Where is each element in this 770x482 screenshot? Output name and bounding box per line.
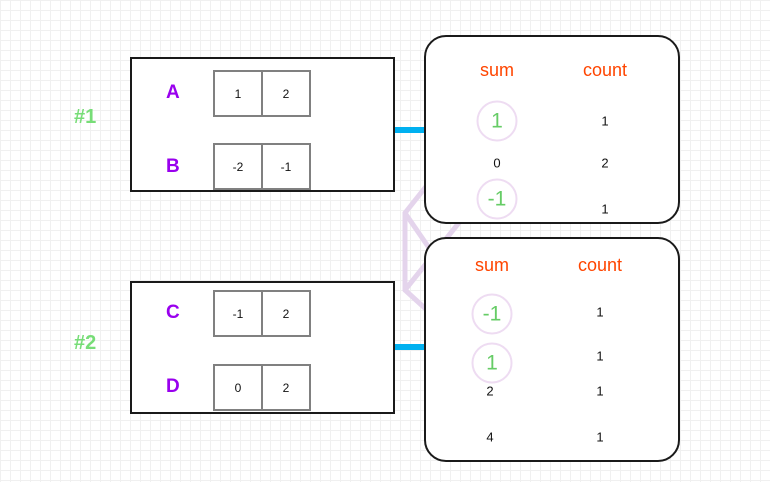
cell-c-2: 2 xyxy=(261,290,311,337)
result1-sum-row-3: -1 xyxy=(476,178,518,220)
result2-count-row-2: 1 xyxy=(596,348,604,364)
row-label-b: B xyxy=(166,156,180,177)
result-panel-2 xyxy=(424,237,680,462)
cell-a-2: 2 xyxy=(261,70,311,117)
result2-count-row-1: 1 xyxy=(596,304,604,320)
cell-d-1: 0 xyxy=(213,364,263,411)
row-cells-d: 0 2 xyxy=(213,364,311,411)
row-cells-c: -1 2 xyxy=(213,290,311,337)
result2-count-row-4: 1 xyxy=(596,429,604,445)
row-label-d: D xyxy=(166,376,180,397)
row-label-a: A xyxy=(166,82,180,103)
result2-sum-row-2: 1 xyxy=(471,342,513,384)
result2-header-count: count xyxy=(577,255,623,275)
result1-sum-row-2: 0 xyxy=(493,155,501,171)
cell-b-2: -1 xyxy=(261,143,311,190)
result2-sum-row-4: 4 xyxy=(486,429,494,445)
group-tag-2: #2 xyxy=(74,332,97,354)
row-cells-b: -2 -1 xyxy=(213,143,311,190)
cell-b-1: -2 xyxy=(213,143,263,190)
result2-count-row-3: 1 xyxy=(596,383,604,399)
result-panel-1 xyxy=(424,35,680,224)
row-label-c: C xyxy=(166,302,180,323)
result1-count-row-1: 1 xyxy=(601,113,609,129)
result1-header-sum: sum xyxy=(479,60,515,80)
cell-d-2: 2 xyxy=(261,364,311,411)
result2-sum-row-1: -1 xyxy=(471,293,513,335)
result2-sum-row-3: 2 xyxy=(486,383,494,399)
cell-a-1: 1 xyxy=(213,70,263,117)
row-cells-a: 1 2 xyxy=(213,70,311,117)
group-tag-1: #1 xyxy=(74,106,97,128)
result1-count-row-2: 2 xyxy=(601,155,609,171)
result2-header-sum: sum xyxy=(474,255,510,275)
result1-count-row-3: 1 xyxy=(601,201,609,217)
result1-header-count: count xyxy=(582,60,628,80)
cell-c-1: -1 xyxy=(213,290,263,337)
result1-sum-row-1: 1 xyxy=(476,100,518,142)
